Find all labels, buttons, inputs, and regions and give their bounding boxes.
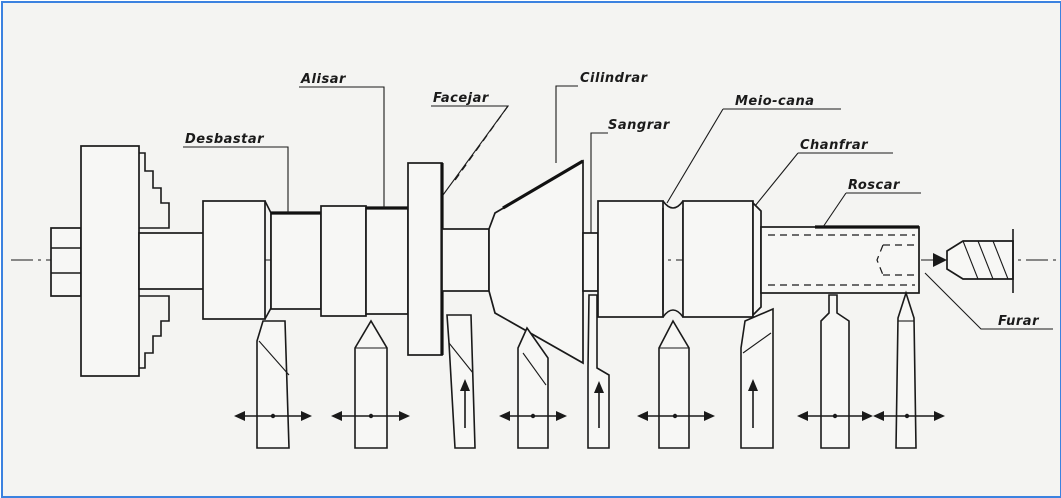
label-cilindrar: Cilindrar <box>580 71 649 86</box>
lathe-chuck <box>50 145 206 377</box>
feed-arrows <box>234 379 945 428</box>
label-sangrar: Sangrar <box>608 118 671 133</box>
operation-labels: Desbastar Alisar Facejar Cilindrar Sangr… <box>185 71 1040 329</box>
label-roscar: Roscar <box>848 178 901 193</box>
label-chanfrar: Chanfrar <box>800 138 869 153</box>
label-facejar: Facejar <box>433 91 490 106</box>
drill-bit <box>933 229 1014 293</box>
leader-lines <box>183 85 1053 330</box>
label-furar: Furar <box>998 314 1040 329</box>
label-alisar: Alisar <box>300 72 347 87</box>
label-desbastar: Desbastar <box>185 132 265 147</box>
label-meio-cana: Meio-cana <box>735 94 815 109</box>
workpiece <box>202 159 920 365</box>
